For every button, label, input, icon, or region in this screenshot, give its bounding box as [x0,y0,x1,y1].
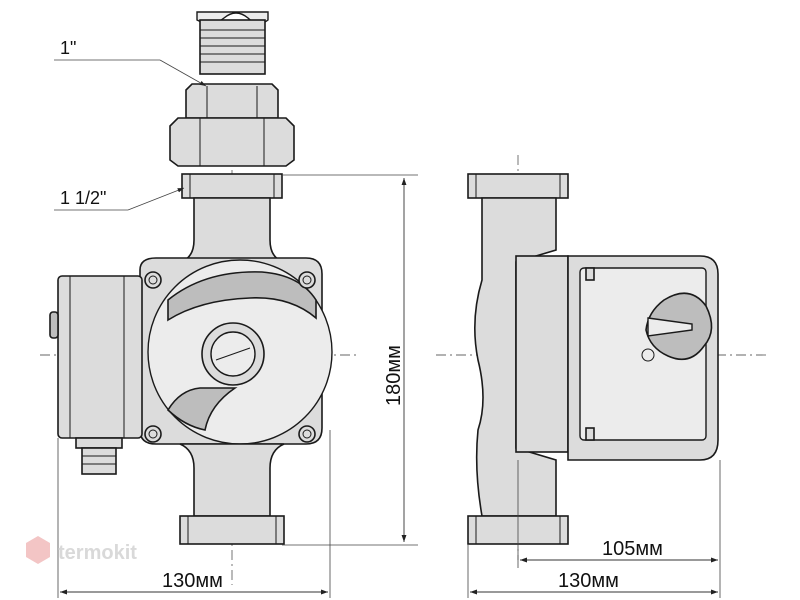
side-depth-label: 130мм [558,570,619,592]
speed-selector-knob [645,292,713,361]
pump-housing [139,257,333,445]
front-width-label: 130мм [162,570,223,592]
brand-watermark: termokit [26,536,137,564]
callout-thread-top: 1" [60,38,76,58]
brand-name: termokit [58,542,137,564]
height-dimension-label: 180мм [383,345,405,406]
bottom-neck [179,443,285,517]
top-neck [179,197,285,263]
side-depth-dimension [467,545,718,598]
side-view [436,155,768,560]
front-view [40,11,360,585]
top-inlet-thread [181,173,283,199]
bottom-outlet-thread [179,515,285,545]
motor-depth-label: 105мм [602,538,663,560]
callout-leaders [54,59,207,211]
front-width-dimension [57,430,331,598]
height-dimension [282,174,418,546]
union-connector [169,11,295,167]
indicator-dot [641,348,655,362]
side-top-thread [467,173,569,199]
terminal-box [49,275,143,475]
callout-thread-bottom: 1 1/2" [60,188,106,208]
motor-depth-dimension [517,460,721,598]
motor-head [515,255,719,461]
brand-logo-icon [26,536,50,564]
cable-gland [75,437,123,475]
